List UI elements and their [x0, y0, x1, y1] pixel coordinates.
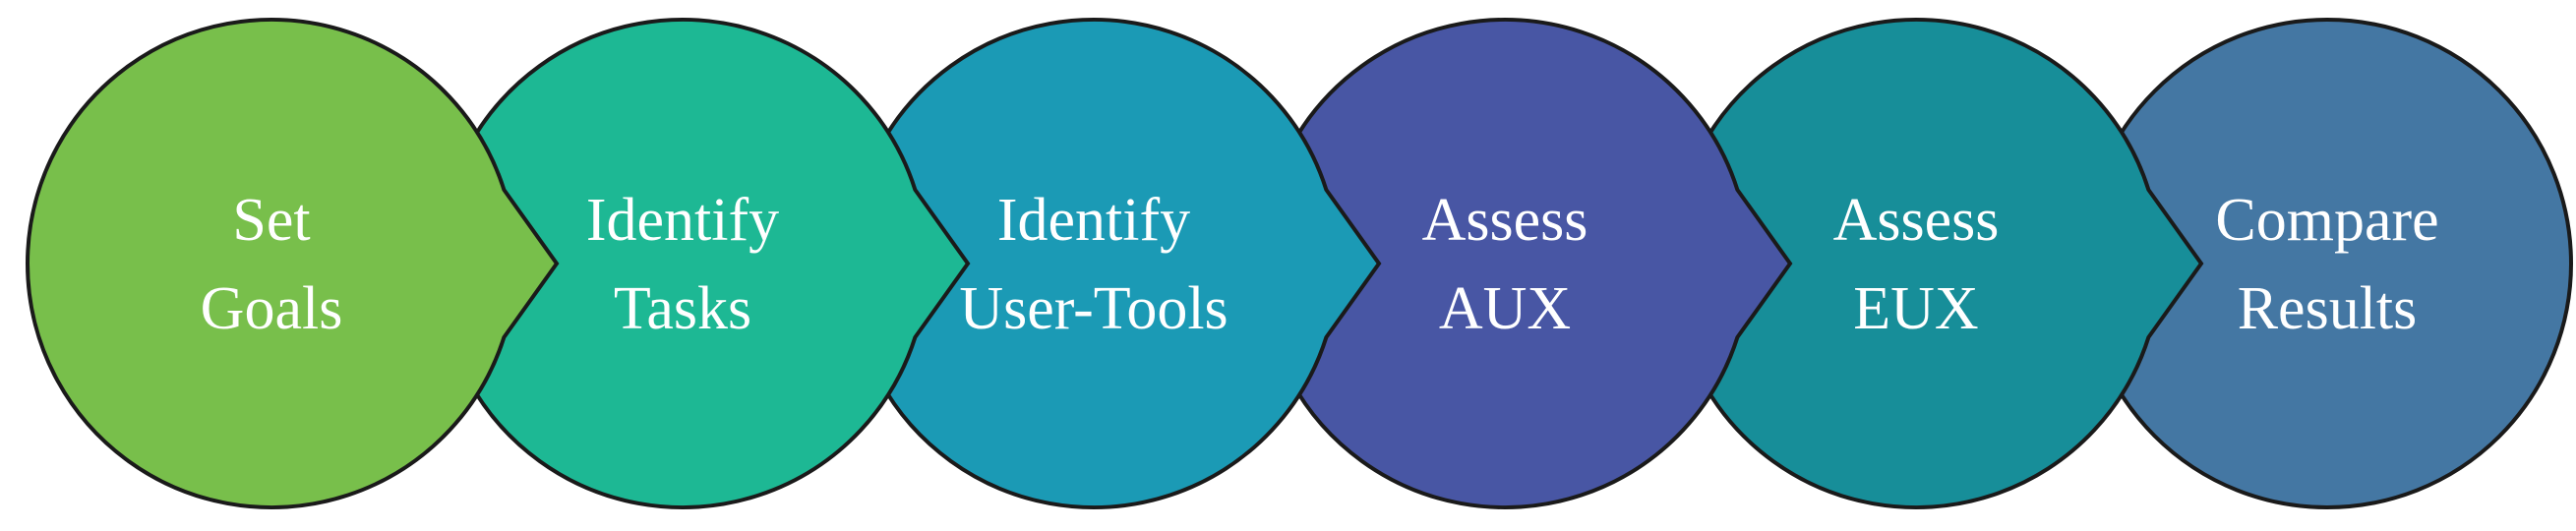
step-5-label-line1: Assess	[1833, 187, 2000, 254]
step-3-label-line1: Identify	[997, 187, 1190, 254]
step-4-label-line1: Assess	[1422, 187, 1588, 254]
step-3-label-line2: User-Tools	[959, 275, 1228, 342]
step-1-label-line2: Goals	[201, 275, 343, 342]
step-5-label-line2: EUX	[1853, 275, 1978, 342]
step-2-label-line1: Identify	[586, 187, 779, 254]
step-2-label-line2: Tasks	[614, 275, 751, 342]
step-6-label-line1: Compare	[2215, 187, 2438, 254]
step-1-shape	[26, 18, 560, 509]
step-1-label-line1: Set	[232, 187, 310, 254]
step-6-label-line2: Results	[2238, 275, 2418, 342]
step-4-label-line2: AUX	[1439, 275, 1571, 342]
